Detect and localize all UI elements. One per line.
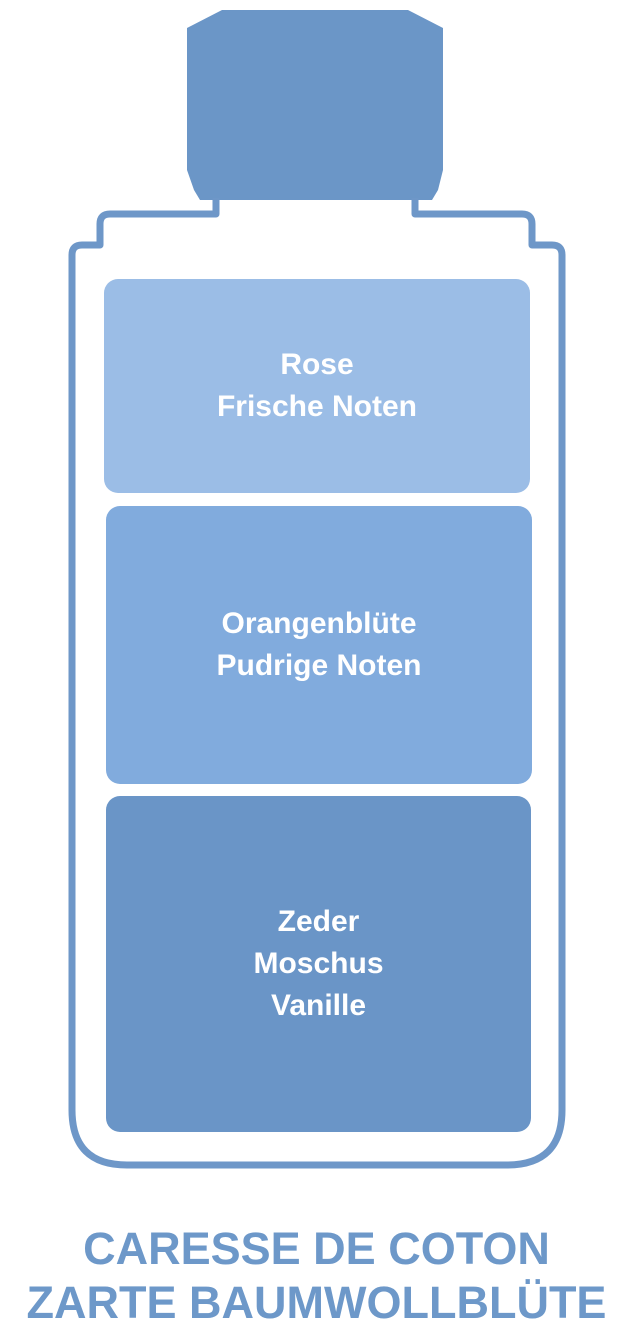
caption-line-2: ZARTE BAUMWOLLBLÜTE [26,1277,607,1328]
base-note-1: Zeder [277,905,360,938]
heart-note-2: Pudrige Noten [216,649,422,682]
top-note-1: Rose [280,348,354,381]
bottle-cap [187,10,443,200]
top-notes-layer: Rose Frische Noten [104,279,530,493]
base-note-2: Moschus [253,947,384,980]
bottle-outline [68,198,566,1169]
base-note-3: Vanille [270,989,367,1022]
bottle-illustration [68,10,566,1169]
heart-note-1: Orangenblüte [221,607,417,640]
caption-line-1: CARESSE DE COTON [83,1223,550,1274]
top-note-2: Frische Noten [216,390,418,423]
fragrance-name-caption: CARESSE DE COTON ZARTE BAUMWOLLBLÜTE [0,1222,633,1330]
base-notes-layer: Zeder Moschus Vanille [106,796,531,1132]
heart-notes-layer: Orangenblüte Pudrige Noten [106,506,532,784]
